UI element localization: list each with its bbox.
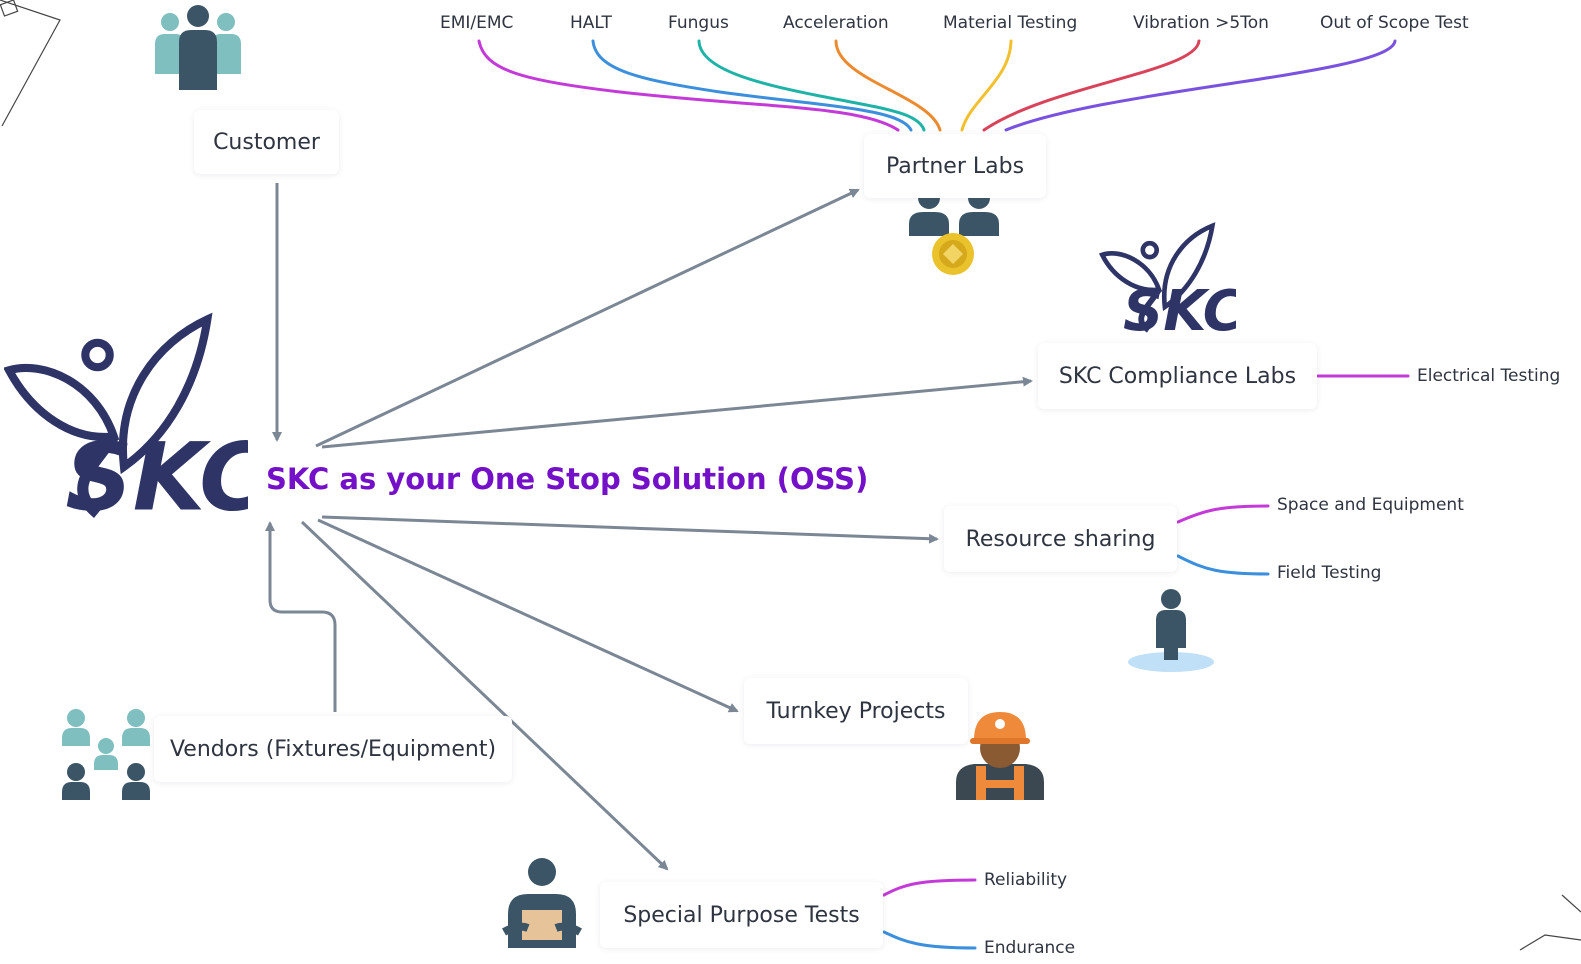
arrow-center-to-partner-labs	[315, 188, 860, 448]
branch-reliability	[882, 878, 977, 897]
arrow-center-to-resource-sharing	[321, 515, 939, 544]
branch-material-testing	[960, 39, 1013, 132]
arrow-center-to-compliance-labs	[321, 376, 1033, 449]
branch-label-halt[interactable]: HALT	[570, 13, 612, 33]
vendors-group-icon	[62, 709, 150, 800]
worker-hardhat-icon	[956, 712, 1044, 800]
branch-out-of-scope	[1004, 39, 1397, 132]
branch-label-emi-emc[interactable]: EMI/EMC	[440, 13, 514, 33]
branch-emi-emc	[477, 39, 900, 132]
branch-field-testing	[1176, 554, 1270, 576]
person-box-icon	[502, 858, 582, 948]
arrow-center-to-turnkey	[317, 518, 739, 713]
turnkey-projects-node[interactable]: Turnkey Projects	[744, 678, 968, 744]
branch-endurance	[882, 930, 977, 950]
compliance-labs-node[interactable]: SKC Compliance Labs	[1038, 343, 1317, 409]
branch-label-endurance[interactable]: Endurance	[984, 938, 1076, 958]
branch-space-equipment	[1176, 504, 1270, 524]
customer-label: Customer	[213, 129, 320, 155]
branch-fungus	[697, 39, 926, 132]
branch-vibration	[982, 39, 1201, 132]
branch-label-vibration[interactable]: Vibration >5Ton	[1133, 13, 1269, 33]
compliance-labs-label: SKC Compliance Labs	[1058, 363, 1297, 389]
vendors-label: Vendors (Fixtures/Equipment)	[169, 736, 497, 762]
svg-text:SKC: SKC	[65, 424, 248, 520]
customer-node[interactable]: Customer	[194, 110, 339, 174]
central-topic-title[interactable]: SKC as your One Stop Solution (OSS)	[266, 462, 869, 496]
svg-text:SKC: SKC	[1123, 279, 1236, 336]
branch-label-electrical-testing[interactable]: Electrical Testing	[1417, 366, 1561, 386]
branch-label-space-equipment[interactable]: Space and Equipment	[1277, 495, 1464, 515]
branch-acceleration	[834, 39, 942, 132]
branch-label-acceleration[interactable]: Acceleration	[783, 13, 889, 33]
branch-label-fungus[interactable]: Fungus	[668, 13, 729, 33]
arrow-vendors-to-center	[265, 521, 337, 712]
branch-label-field-testing[interactable]: Field Testing	[1277, 563, 1382, 583]
special-purpose-tests-node[interactable]: Special Purpose Tests	[600, 882, 883, 948]
skc-logo-icon: SKC	[1098, 222, 1236, 336]
skc-logo-large-icon: SKC	[4, 312, 248, 520]
turnkey-projects-label: Turnkey Projects	[766, 698, 946, 724]
branch-label-out-of-scope[interactable]: Out of Scope Test	[1320, 13, 1469, 33]
special-purpose-tests-label: Special Purpose Tests	[623, 902, 860, 928]
branch-halt	[591, 39, 913, 132]
person-standing-icon	[1128, 589, 1214, 672]
branch-label-material-testing[interactable]: Material Testing	[943, 13, 1078, 33]
arrow-center-to-special-purpose	[300, 520, 669, 871]
branch-label-reliability[interactable]: Reliability	[984, 870, 1068, 890]
partner-labs-node[interactable]: Partner Labs	[864, 134, 1046, 198]
resource-sharing-node[interactable]: Resource sharing	[944, 506, 1177, 572]
partner-labs-label: Partner Labs	[885, 153, 1025, 179]
customer-group-icon	[155, 5, 241, 90]
resource-sharing-label: Resource sharing	[965, 526, 1156, 552]
vendors-node[interactable]: Vendors (Fixtures/Equipment)	[154, 716, 512, 782]
partner-people-medal-icon	[909, 187, 999, 275]
